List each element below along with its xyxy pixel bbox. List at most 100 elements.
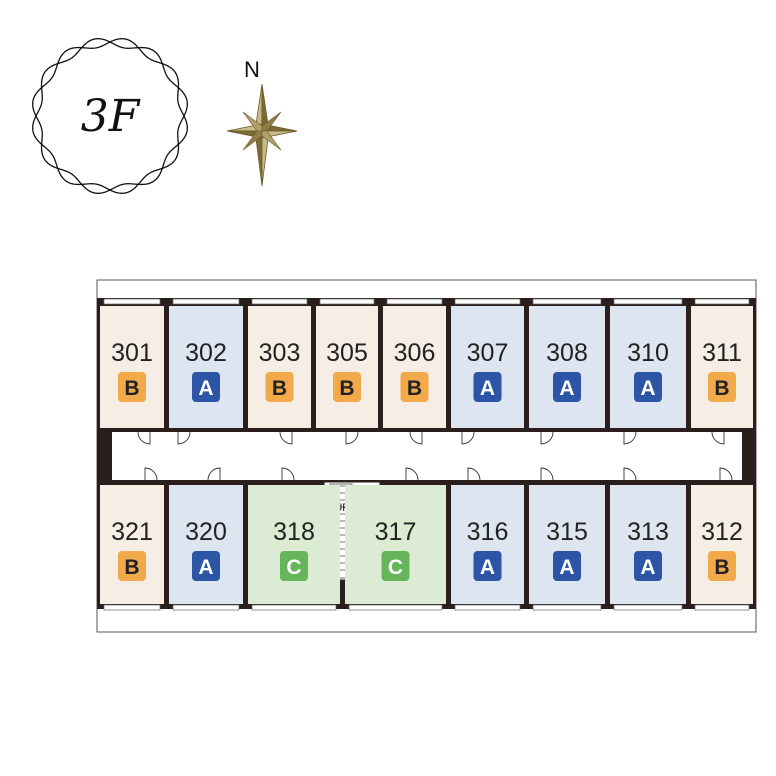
room-number-label: 303	[259, 339, 301, 367]
room-type-badge	[118, 551, 146, 581]
window	[694, 298, 750, 305]
wavy-circle-frame-inner	[32, 38, 188, 194]
door-swing	[405, 467, 419, 481]
room-type-letter: B	[124, 556, 139, 579]
room-type-badge	[192, 551, 220, 581]
room-type-letter: A	[559, 377, 574, 400]
room-type-letter: A	[640, 556, 655, 579]
room-number-label: 316	[467, 518, 509, 546]
door-swing	[711, 431, 725, 445]
room-type-letter: A	[480, 377, 495, 400]
room-number-label: 317	[375, 518, 417, 546]
room-fill	[169, 485, 243, 604]
window	[532, 298, 602, 305]
door-swing	[281, 467, 295, 481]
room-number-label: 310	[627, 339, 669, 367]
window	[386, 298, 443, 305]
room-type-badge	[333, 372, 361, 402]
room-type-letter: C	[286, 556, 301, 579]
floor-emblem: 3F	[32, 38, 188, 194]
door-swing	[461, 431, 475, 445]
room-fill	[383, 306, 446, 428]
room-type-letter: A	[198, 556, 213, 579]
window	[613, 604, 683, 611]
room-number-label: 308	[546, 339, 588, 367]
room-number-label: 302	[185, 339, 227, 367]
room-type-letter: A	[480, 556, 495, 579]
room-type-letter: B	[714, 377, 729, 400]
room-type-badge	[553, 372, 581, 402]
door-swing	[207, 467, 221, 481]
room-number-label: 311	[702, 339, 742, 367]
room-fill	[100, 306, 164, 428]
window	[454, 604, 521, 611]
door-swings	[137, 431, 733, 481]
room-number-label: 318	[273, 518, 315, 546]
room-fill	[610, 306, 686, 428]
room-type-badge	[381, 551, 410, 581]
door-swing	[409, 431, 423, 445]
room-type-badge	[280, 551, 308, 581]
room-type-badge	[708, 551, 736, 581]
room-number-label: 313	[627, 518, 669, 546]
window	[103, 604, 161, 611]
door-swing	[719, 467, 733, 481]
room-fill	[316, 306, 378, 428]
door-swing	[144, 467, 158, 481]
corridor	[112, 432, 742, 480]
room-type-letter: A	[640, 377, 655, 400]
door-swing	[177, 431, 191, 445]
room-type-badge	[473, 551, 502, 581]
compass-north-label: N	[244, 57, 260, 82]
room-fill	[451, 306, 524, 428]
room-fill	[529, 306, 605, 428]
room-type-letter: A	[198, 377, 213, 400]
door-swing	[345, 431, 359, 445]
room-fill	[691, 485, 753, 604]
window	[613, 298, 683, 305]
window	[454, 298, 521, 305]
window	[348, 604, 443, 611]
window	[319, 298, 375, 305]
room-type-letter: C	[388, 556, 403, 579]
room-type-badge	[118, 372, 146, 402]
room-type-badge	[265, 372, 294, 402]
floor-label: 3F	[81, 91, 141, 142]
room-type-letter: B	[407, 377, 422, 400]
room-type-letter: B	[124, 377, 139, 400]
door-swing	[467, 467, 481, 481]
room-number-label: 320	[185, 518, 227, 546]
door-swing	[540, 431, 554, 445]
door-swing	[137, 431, 151, 445]
room-type-letter: B	[272, 377, 287, 400]
room-fill	[100, 485, 164, 604]
room-fill	[248, 485, 340, 604]
room-type-letter: B	[339, 377, 354, 400]
building: UP DN 301B302A303B305B306B307A308A310A31…	[96, 279, 757, 633]
room-type-badge	[192, 372, 220, 402]
room-fill	[451, 485, 524, 604]
room-fill	[345, 485, 446, 604]
room-fill	[529, 485, 605, 604]
room-type-badge	[634, 372, 662, 402]
room-fill	[691, 306, 753, 428]
